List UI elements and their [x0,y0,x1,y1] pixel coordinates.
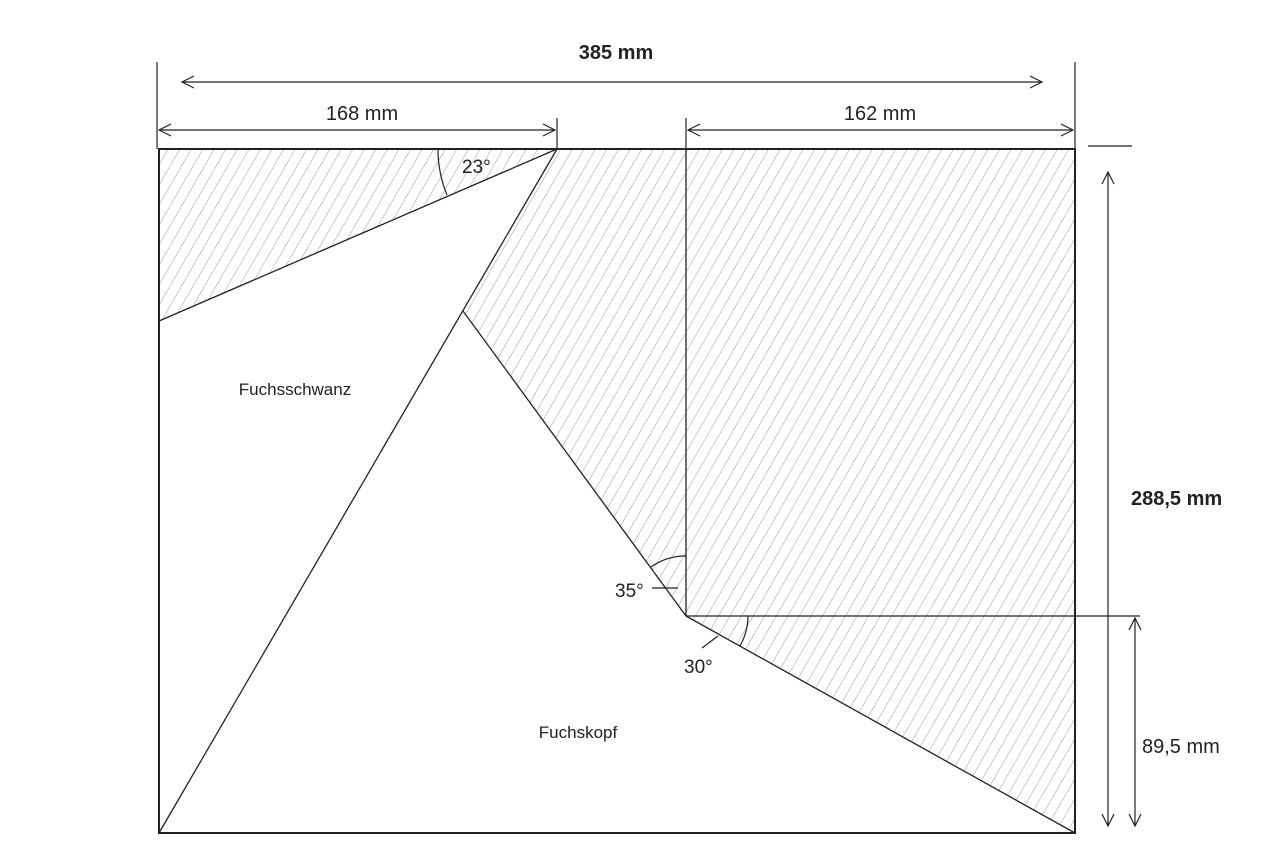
angle-arc-top [437,148,448,196]
hatched-region-right [686,149,1075,616]
angle-arc-middle [650,555,687,568]
cut-line-head-upper [462,310,687,617]
lower-height-label: 89,5 mm [1142,736,1220,758]
angle-leader-lower [701,635,719,649]
angle-label-middle: 35° [615,581,644,602]
total-height-label: 288,5 mm [1131,488,1222,510]
cut-line-head-lower [685,615,1076,834]
piece-label-tail: Fuchsschwanz [239,380,351,399]
left-width-label: 168 mm [326,103,398,125]
angle-label-top: 23° [462,157,491,178]
piece-label-head: Fuchskopf [539,723,618,742]
angle-label-lower: 30° [684,657,713,678]
right-width-label: 162 mm [844,103,916,125]
cut-line-tail-top [158,148,558,322]
cut-line-tail-diagonal [158,148,558,834]
angle-arc-lower [739,615,749,647]
total-width-label: 385 mm [579,42,654,64]
outer-frame [158,148,1076,834]
hatched-region-center [463,149,686,616]
